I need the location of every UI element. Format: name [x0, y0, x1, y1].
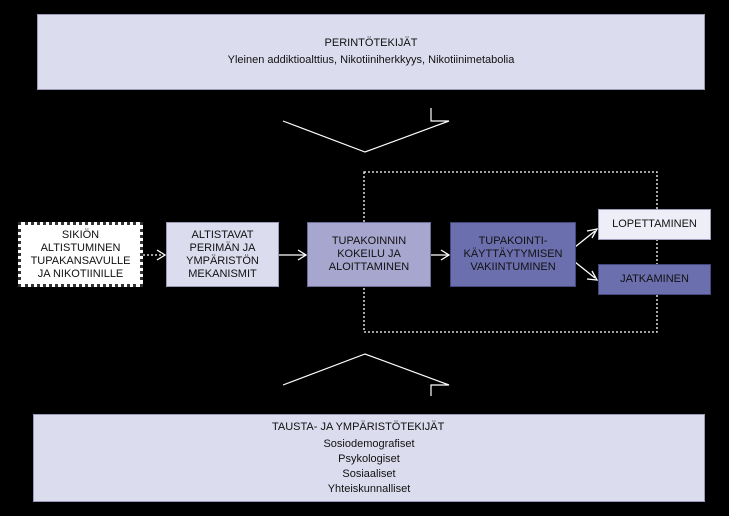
background-factors-box: TAUSTA- JA YMPÄRISTÖTEKIJÄT Sosiodemogra… — [33, 414, 705, 502]
background-factors-title: TAUSTA- JA YMPÄRISTÖTEKIJÄT — [272, 421, 445, 433]
quitting-box: LOPETTAMINEN — [598, 209, 711, 240]
smoking-establishment-box: TUPAKOINTI- KÄYTTÄYTYMISEN VAKIINTUMINEN — [450, 222, 576, 287]
genetic-factors-list: Yleinen addiktioalttius, Nikotiiniherkky… — [227, 54, 515, 66]
genetic-factors-box: PERINTÖTEKIJÄT Yleinen addiktioalttius, … — [37, 14, 705, 90]
background-factor-item: Yhteiskunnalliset — [327, 483, 411, 495]
background-factor-item: Psykologiset — [338, 453, 400, 465]
background-factor-item: Sosiaaliset — [342, 468, 396, 480]
nicotine-dependency-label: NIKOTIINIRIIPPUVUUS — [441, 187, 553, 198]
prenatal-exposure-box: SIKIÖN ALTISTUMINEN TUPAKANSAVULLE JA NI… — [18, 222, 143, 287]
continuing-box: JATKAMINEN — [598, 264, 711, 295]
smoking-initiation-box: TUPAKOINNIN KOKEILU JA ALOITTAMINEN — [307, 222, 431, 287]
arrow-to-continuing — [574, 261, 596, 279]
background-factor-item: Sosiodemografiset — [323, 438, 415, 450]
arrow-to-quitting — [574, 230, 596, 248]
tobacco-dependency-label: TUPAKKARIIPPUVUUS — [441, 310, 552, 321]
down-chevron-arrow — [282, 108, 450, 153]
up-chevron-arrow — [282, 353, 450, 396]
predisposing-mechanisms-box: ALTISTAVAT PERIMÄN JA YMPÄRISTÖN MEKANIS… — [166, 222, 279, 287]
genetic-factors-title: PERINTÖTEKIJÄT — [324, 37, 418, 49]
